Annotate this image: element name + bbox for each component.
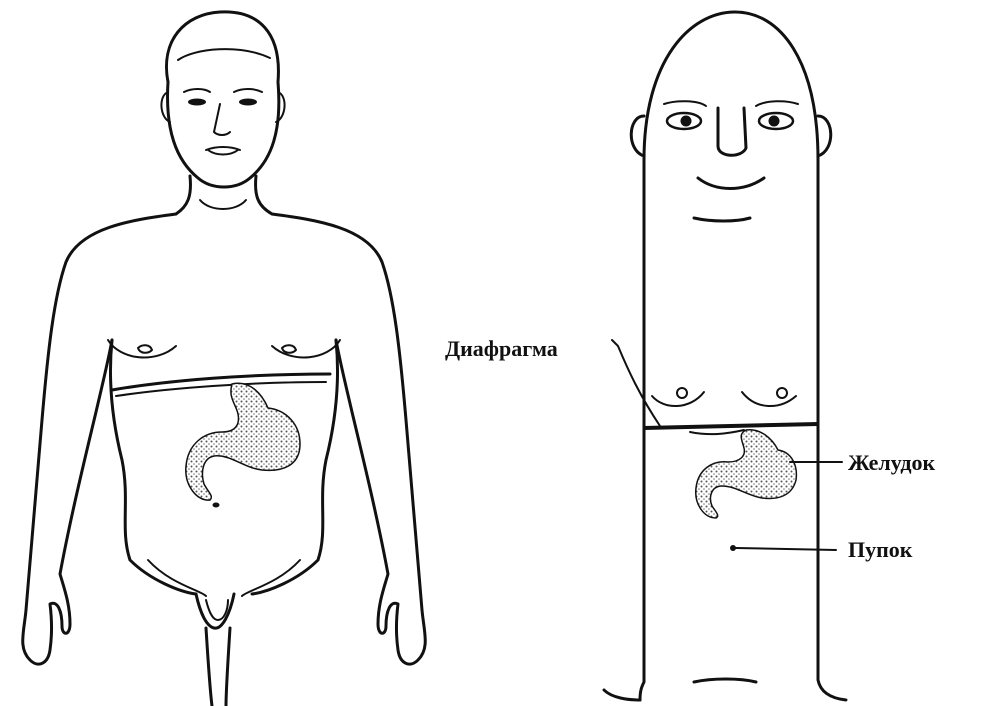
human-torso xyxy=(110,340,196,594)
human-right-eye xyxy=(239,99,257,106)
schematic-stomach xyxy=(696,430,797,518)
schematic-right-ear xyxy=(818,116,831,156)
schematic-left-nipple xyxy=(677,388,687,398)
schematic-left-ear xyxy=(631,116,644,156)
human-navel xyxy=(213,503,220,508)
diaphragm-pointer-line xyxy=(612,340,660,426)
human-left-arm xyxy=(23,214,176,664)
human-left-eye xyxy=(188,99,206,106)
human-stomach xyxy=(186,383,300,500)
schematic-figure xyxy=(604,12,846,700)
navel-pointer-line xyxy=(736,548,836,550)
schematic-nose xyxy=(718,108,746,155)
human-left-nipple xyxy=(138,345,152,353)
human-nose xyxy=(214,104,230,135)
human-hair xyxy=(167,12,279,82)
stomach-label: Желудок xyxy=(848,450,935,475)
navel-label: Пупок xyxy=(848,537,913,562)
schematic-right-nipple xyxy=(777,388,787,398)
diaphragm-label: Диафрагма xyxy=(445,336,558,361)
schematic-diaphragm-line xyxy=(644,424,818,428)
human-mouth xyxy=(206,147,240,155)
human-figure xyxy=(23,12,426,706)
human-right-nipple xyxy=(282,345,296,353)
schematic-mouth xyxy=(698,178,764,189)
